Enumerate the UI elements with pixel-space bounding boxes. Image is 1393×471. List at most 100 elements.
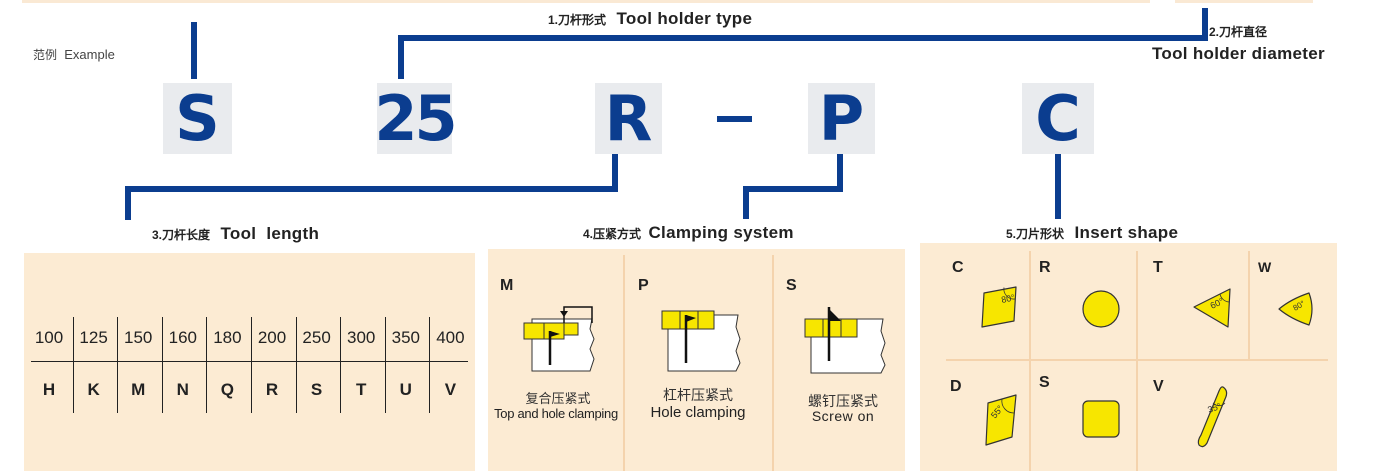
clamp-cn-p: 杠杆压紧式	[663, 388, 733, 404]
connector-length-vertical	[125, 186, 131, 220]
holder-type-en: Tool holder type	[616, 9, 753, 28]
tool-length-cn: 刀杆长度	[162, 228, 211, 242]
shape-code-s: S	[1039, 374, 1050, 391]
length-value: 125	[79, 328, 108, 347]
insert-shape-en: Insert shape	[1074, 223, 1179, 242]
example-label-cn: 范例	[33, 48, 58, 62]
length-code: K	[87, 380, 100, 399]
shape-divider-1	[1029, 251, 1031, 471]
length-code: Q	[220, 380, 234, 399]
shape-code-d: D	[950, 378, 962, 395]
length-code: M	[131, 380, 146, 399]
shape-divider-2	[1136, 251, 1138, 471]
length-column-divider	[206, 317, 208, 413]
shape-code-v: V	[1153, 378, 1164, 395]
insert-shape-t-icon: 60°	[1193, 288, 1231, 328]
length-code: H	[42, 380, 56, 399]
clamp-diagram-p	[661, 310, 741, 372]
clamp-en-s: Screw on	[811, 408, 875, 424]
length-value: 400	[436, 328, 465, 347]
clamping-title: 4.压紧方式 Clamping system	[583, 223, 794, 243]
shape-divider-h	[946, 359, 1328, 361]
example-label-en: Example	[64, 47, 115, 62]
clamp-en-p: Hole clamping	[650, 404, 746, 421]
clamping-cn: 压紧方式	[593, 227, 642, 241]
top-strip-left	[22, 0, 1150, 3]
insert-shape-s-icon	[1082, 400, 1120, 438]
insert-shape-num: 5.	[1006, 227, 1017, 241]
length-column-divider	[117, 317, 119, 413]
clamping-panel: M 复合压紧式 Top and hole clamping P 杠杆压紧式 Ho…	[488, 249, 905, 471]
code-letter-p: P	[808, 83, 875, 154]
tool-length-en: Tool length	[220, 224, 320, 243]
length-code: T	[355, 380, 367, 399]
connector-25-horizontal	[398, 35, 1208, 41]
connector-r-vertical	[612, 154, 618, 192]
length-column-divider	[340, 317, 342, 413]
insert-angle-c: 80°	[1000, 292, 1016, 305]
length-value: 100	[34, 328, 64, 347]
clamping-num: 4.	[583, 227, 594, 241]
shape-divider-3	[1248, 251, 1250, 361]
connector-s	[191, 22, 197, 79]
clamp-cn-s: 螺钉压紧式	[808, 394, 878, 410]
clamp-code-s: S	[786, 277, 797, 294]
length-value: 250	[302, 328, 331, 347]
code-letter-r: R	[595, 83, 662, 154]
clamping-divider-1	[623, 255, 625, 471]
shape-code-r: R	[1039, 259, 1051, 276]
length-column-divider	[72, 317, 74, 413]
insert-angle-v: 35°	[1206, 401, 1223, 415]
length-value: 150	[124, 328, 153, 347]
clamp-cn-m: 复合压紧式	[525, 392, 591, 407]
insert-shape-c-icon: 80°	[981, 286, 1017, 328]
length-code: U	[399, 380, 412, 399]
clamp-en-m: Top and hole clamping	[494, 406, 618, 421]
length-column-divider	[161, 317, 163, 413]
shape-code-c: C	[952, 259, 964, 276]
insert-shape-title: 5.刀片形状 Insert shape	[1006, 223, 1178, 243]
shape-code-t: T	[1153, 259, 1163, 276]
clamp-diagram-m	[523, 306, 595, 372]
length-code: N	[176, 380, 189, 399]
tool-length-title: 3.刀杆长度 Tool length	[152, 224, 319, 244]
code-letter-25: 25	[374, 81, 458, 155]
length-column-divider	[429, 317, 431, 413]
length-value: 180	[213, 328, 242, 347]
insert-shape-w-icon: 80°	[1278, 292, 1313, 326]
holder-diameter-en: Tool holder diameter	[1152, 44, 1325, 63]
connector-r-horizontal	[125, 186, 618, 192]
length-value: 200	[257, 328, 287, 347]
length-code: R	[265, 380, 279, 399]
clamp-code-p: P	[638, 277, 649, 294]
tool-length-num: 3.	[152, 228, 163, 242]
code-letter-c: C	[1022, 83, 1094, 154]
clamp-code-m: M	[500, 277, 514, 294]
connector-clamping-vertical	[743, 186, 749, 219]
insert-shape-r-icon	[1082, 290, 1120, 328]
length-value: 300	[347, 328, 376, 347]
holder-type-cn: 刀杆形式	[558, 13, 607, 27]
insert-shape-v-icon: 35°	[1197, 386, 1228, 448]
length-column-divider	[295, 317, 297, 413]
connector-diameter-vertical	[1202, 8, 1208, 41]
connector-c-vertical	[1055, 154, 1061, 219]
clamping-divider-2	[772, 255, 774, 471]
code-letter-s: S	[163, 83, 232, 154]
connector-p-horizontal	[743, 186, 843, 192]
insert-shape-cn: 刀片形状	[1016, 227, 1065, 241]
top-strip-right	[1175, 0, 1313, 3]
length-table-divider	[31, 361, 468, 362]
code-separator	[717, 116, 752, 122]
clamping-en: Clamping system	[648, 223, 794, 242]
length-value: 160	[168, 328, 197, 347]
holder-diameter-title-cn: 2.刀杆直径	[1209, 23, 1267, 40]
length-value: 350	[391, 328, 420, 347]
clamp-diagram-s	[804, 307, 886, 374]
length-column-divider	[251, 317, 252, 413]
holder-diameter-cn: 刀杆直径	[1219, 25, 1268, 39]
length-code: S	[310, 380, 323, 399]
holder-diameter-num: 2.	[1209, 25, 1220, 39]
insert-shape-panel: C 80° R T 60° W 80° D 55° S V 35°	[920, 243, 1337, 471]
